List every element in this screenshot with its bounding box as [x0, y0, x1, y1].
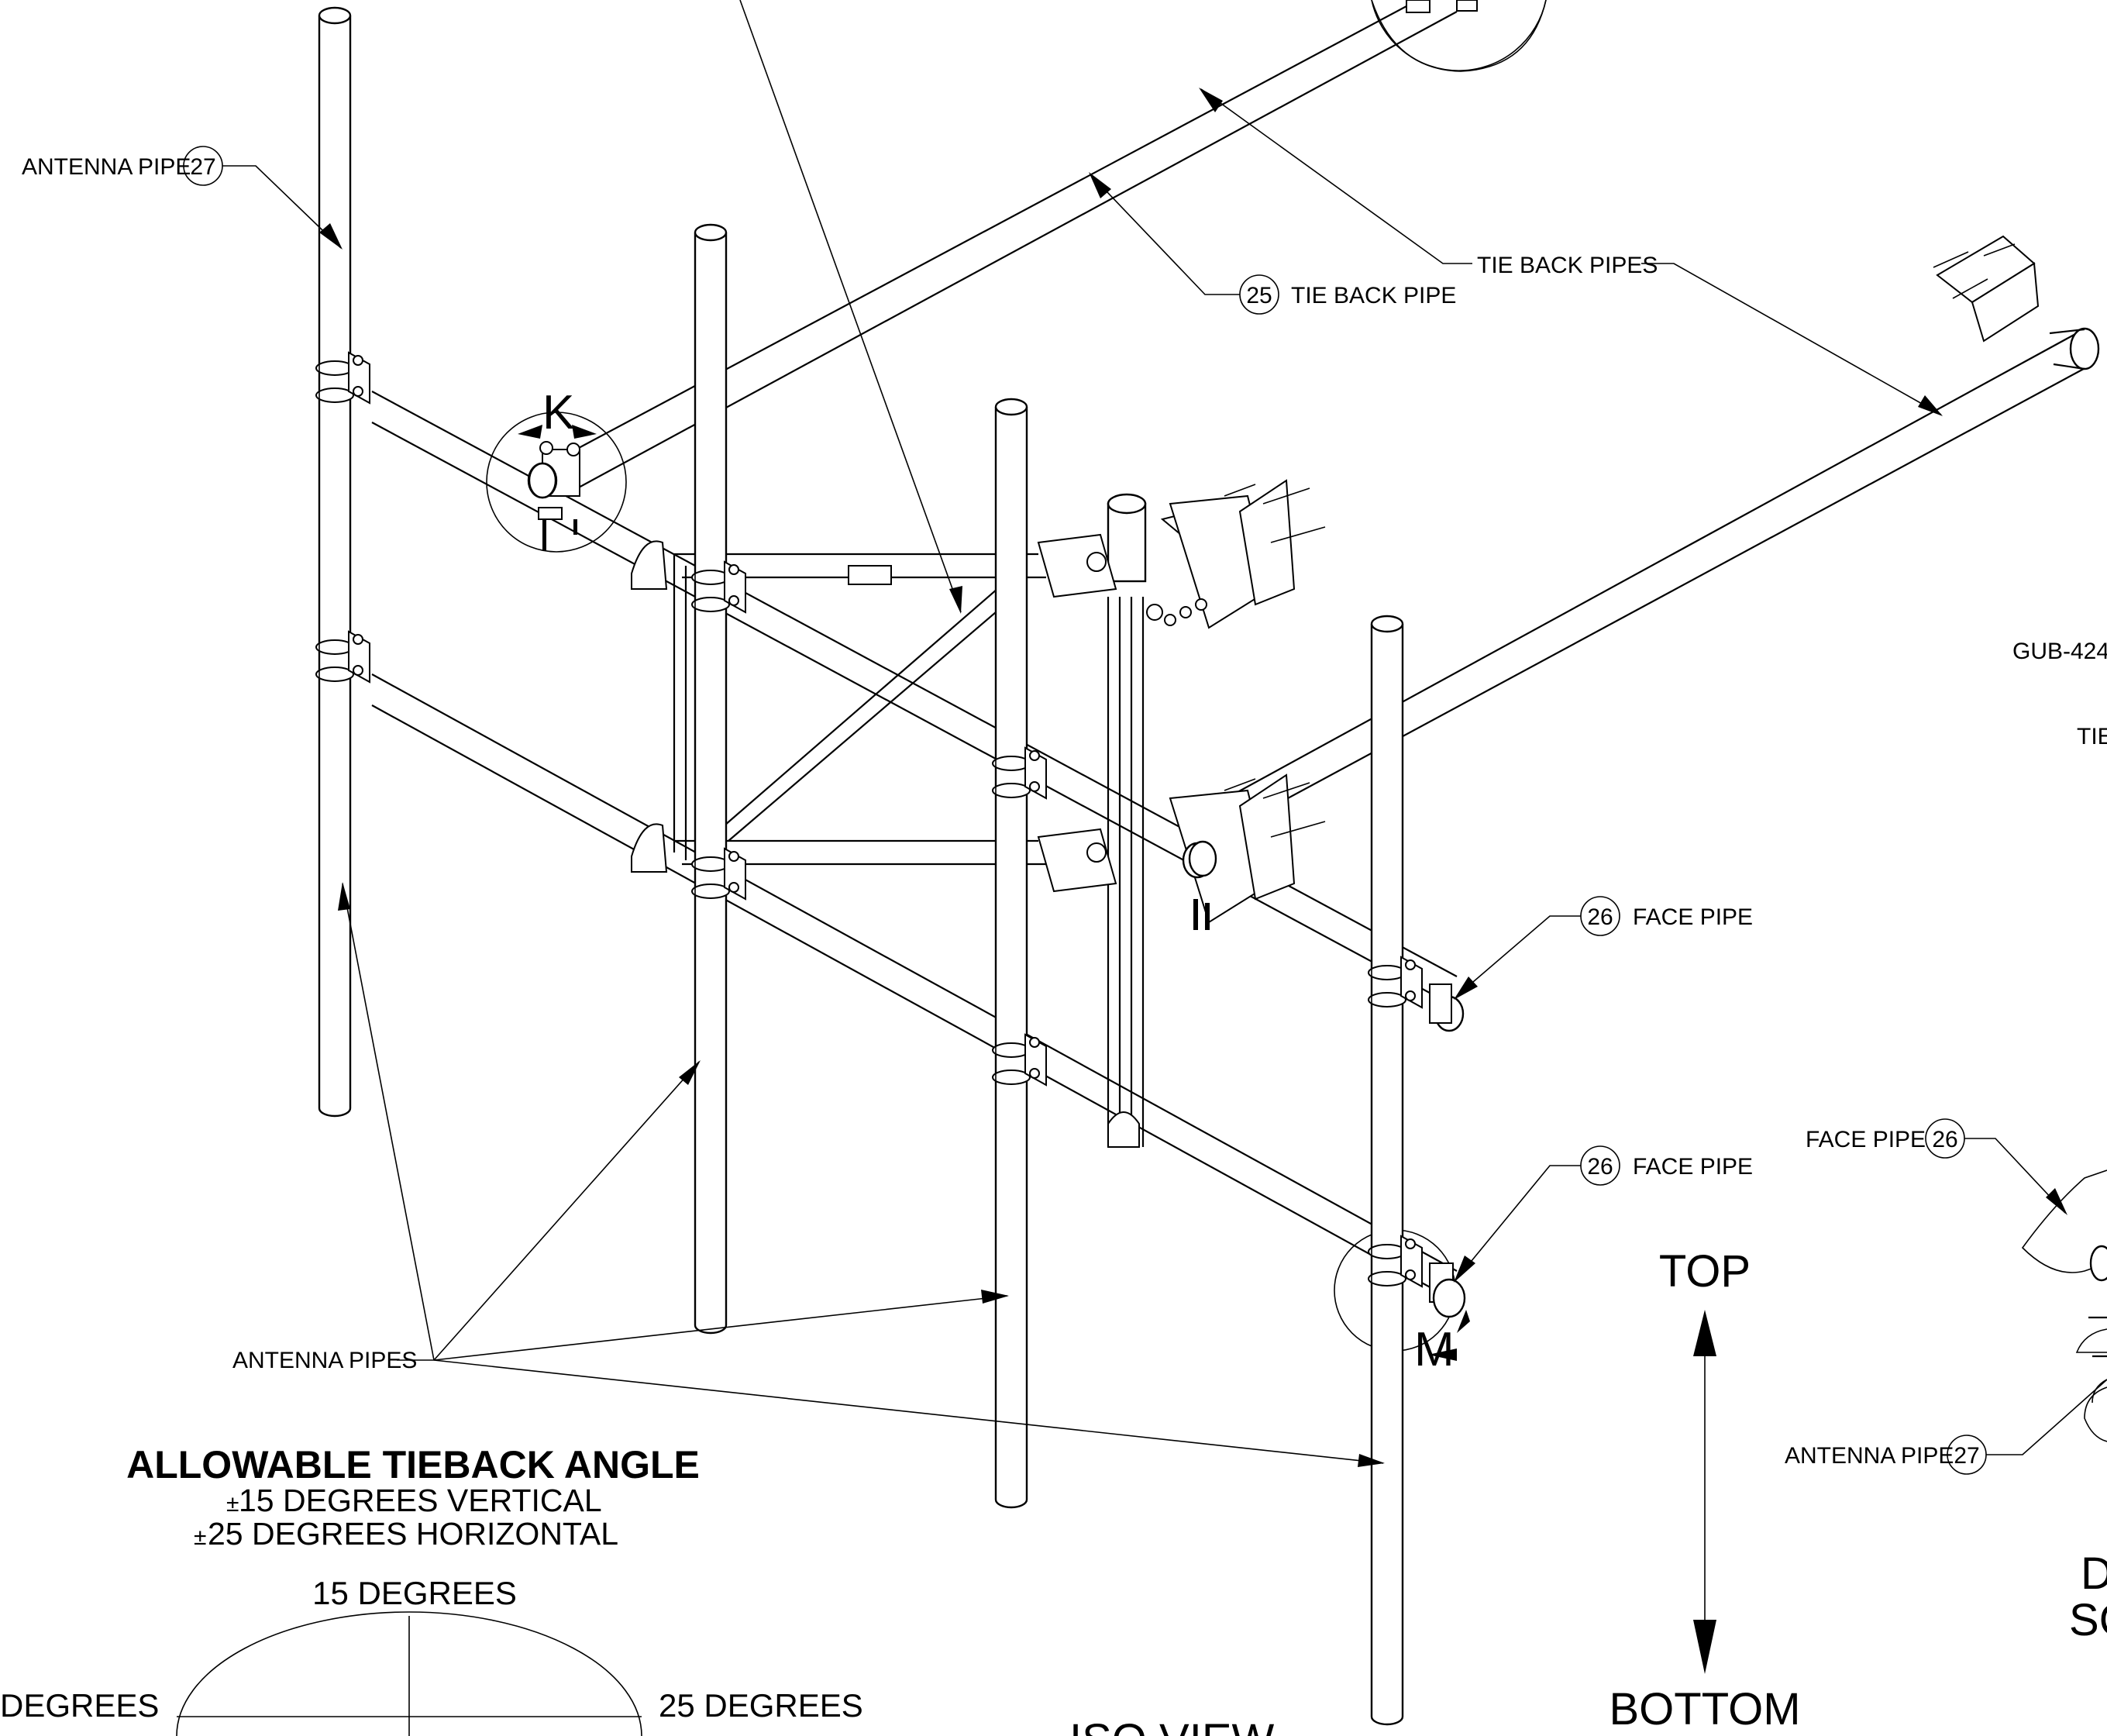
top-label: TOP — [1659, 1246, 1751, 1297]
detail-circle-top-right — [1371, 0, 1547, 72]
pipe-clamp — [315, 624, 370, 686]
center-top-mount — [1037, 479, 1326, 629]
right-bracket — [1933, 235, 2100, 370]
pipe-clamps — [315, 345, 1423, 1290]
face-pipe-1-num: 26 — [1587, 904, 1613, 930]
tie-partial-label: TIE — [2077, 724, 2107, 749]
detail-k: K — [486, 386, 627, 553]
tie-back-pipes-label: TIE BACK PIPES — [1477, 253, 1658, 278]
d-partial-label: D — [2081, 1548, 2107, 1599]
callout-tie-back-pipes: TIE BACK PIPES — [1199, 88, 1943, 416]
ellipse-right-label: 25 DEGREES — [659, 1687, 863, 1724]
face-pipe-2-label: FACE PIPE — [1633, 1154, 1753, 1180]
face-pipe-right-label: FACE PIPE — [1806, 1127, 1926, 1152]
antenna-pipes-label: ANTENNA PIPES — [232, 1348, 417, 1373]
pipe-clamp — [691, 841, 746, 903]
callout-antenna-pipe-top: ANTENNA PIPE 27 — [22, 146, 343, 250]
tie-back-pipe-label: TIE BACK PIPE — [1291, 283, 1456, 308]
detail-k-label: K — [542, 386, 574, 439]
callout-antenna-pipes: ANTENNA PIPES — [232, 882, 1385, 1467]
antenna-pipe-3 — [994, 398, 1028, 1509]
antenna-pipe-right-label: ANTENNA PIPE — [1785, 1443, 1954, 1469]
callout-face-pipe-1: 26 FACE PIPE — [1454, 896, 1753, 1000]
allowable-tieback-angle: ALLOWABLE TIEBACK ANGLE ± 15 DEGREES VER… — [0, 1443, 863, 1736]
sc-partial-label: SC — [2069, 1595, 2107, 1645]
top-leader — [739, 0, 962, 614]
pipe-clamp — [315, 345, 370, 407]
ellipse-left-label: DEGREES — [0, 1687, 159, 1724]
antenna-pipe-1 — [318, 6, 352, 1118]
tieback-pm-horizontal: ± — [194, 1524, 206, 1550]
pipe-clamp — [691, 554, 746, 616]
right-partial-detail: GUB-4240 TIE FACE PIPE 26 ANTENNA PIPE 2… — [1785, 639, 2107, 1645]
face-pipe-end-caps — [528, 462, 1465, 1032]
tieback-vertical: 15 DEGREES VERTICAL — [239, 1483, 602, 1518]
pipe-clamp — [992, 1027, 1047, 1089]
antenna-pipe-2 — [694, 223, 728, 1335]
antenna-pipe-top-label: ANTENNA PIPE — [22, 154, 191, 180]
antenna-pipe-right-num: 27 — [1954, 1443, 1979, 1469]
top-bottom-indicator: TOP BOTTOM — [1609, 1246, 1800, 1734]
tieback-title: ALLOWABLE TIEBACK ANGLE — [126, 1443, 700, 1486]
left-mount-plates — [631, 540, 668, 873]
face-pipe-right-num: 26 — [1932, 1127, 1957, 1152]
antenna-pipe-4 — [1370, 615, 1404, 1726]
tie-back-pipe-num: 25 — [1246, 283, 1272, 308]
tieback-pm-vertical: ± — [226, 1491, 239, 1517]
tie-back-pipe-long — [1204, 332, 2093, 842]
antenna-pipe-top-num: 27 — [190, 154, 215, 180]
face-pipe-1-label: FACE PIPE — [1633, 904, 1753, 930]
callout-face-pipe-2: 26 FACE PIPE — [1454, 1145, 1753, 1283]
center-bottom-mount — [1037, 773, 1326, 1148]
detail-m-label: M — [1414, 1323, 1455, 1376]
ellipse-top-label: 15 DEGREES — [312, 1575, 517, 1611]
bottom-label: BOTTOM — [1609, 1684, 1800, 1734]
face-pipe-2-num: 26 — [1587, 1154, 1613, 1180]
pipe-clamp — [1368, 1228, 1423, 1290]
tieback-horizontal: 25 DEGREES HORIZONTAL — [208, 1516, 618, 1552]
iso-view-label: ISO VIEW — [1069, 1715, 1275, 1736]
face-pipe-lower — [371, 673, 1458, 1303]
pipe-clamp — [1368, 949, 1423, 1011]
callout-tie-back-pipe: 25 TIE BACK PIPE — [1089, 172, 1456, 315]
gub-partial-label: GUB-4240 — [2012, 639, 2107, 664]
pipe-clamp — [992, 740, 1047, 802]
